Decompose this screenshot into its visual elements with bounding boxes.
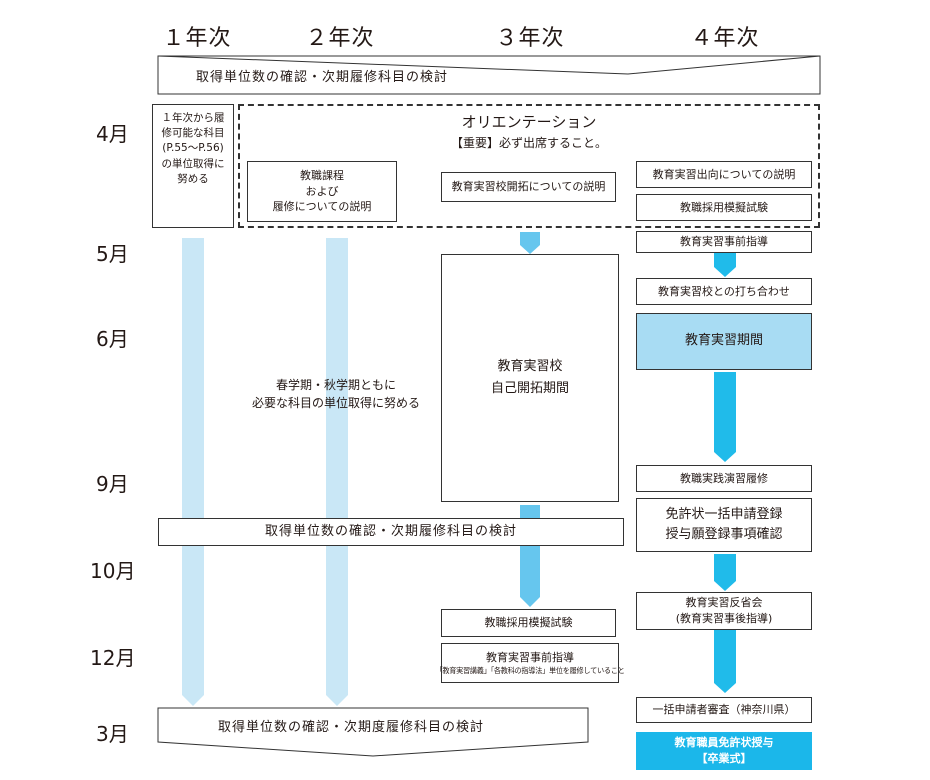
year4-dispatch-text: 教育実習出向についての説明 (652, 167, 796, 181)
year1-credit-text: １年次から履 修可能な科目 (P.55～P.56) の単位取得に 努める (161, 112, 225, 185)
year4-award-text: 教育職員免許状授与 【卒業式】 (674, 736, 774, 765)
month-label-jun: 6月 (96, 327, 129, 351)
banner-top-shape (157, 55, 821, 95)
year4-practice-box: 教育実習期間 (636, 313, 812, 370)
month-label-sep: 9月 (96, 472, 129, 496)
year4-bar-may (714, 253, 736, 277)
orientation-title: オリエンテーション (461, 113, 597, 131)
year4-meeting-box: 教育実習校との打ち合わせ (636, 278, 812, 305)
year2-note: 春学期・秋学期ともに 必要な科目の単位取得に努める (251, 378, 420, 410)
banner-top-text: 取得単位数の確認・次期履修科目の検討 (196, 70, 449, 85)
year2-progress-bar (326, 238, 348, 706)
year4-screening-text: 一括申請者審査（神奈川県） (652, 703, 796, 717)
year4-review-text: 教育実習反省会 (教育実習事後指導) (675, 596, 773, 625)
year4-bar-nov (714, 630, 736, 693)
year4-exam-box: 教職採用模擬試験 (636, 194, 812, 221)
year4-review-box: 教育実習反省会 (教育実習事後指導) (636, 592, 812, 630)
month-label-dec: 12月 (90, 646, 136, 670)
year3-period-box: 教育実習校 自己開拓期間 (441, 254, 619, 502)
year2-curriculum-box: 教職課程 および 履修についての説明 (247, 161, 397, 222)
banner-bottom-shape (157, 707, 589, 757)
year2-curriculum-text: 教職課程 および 履修についての説明 (272, 168, 372, 214)
year3-explanation-box: 教育実習校開拓についての説明 (441, 172, 616, 202)
year-header-1: １年次 (162, 26, 232, 51)
year4-practice-text: 教育実習期間 (684, 333, 763, 349)
banner-mid: 取得単位数の確認・次期履修科目の検討 (158, 518, 624, 546)
year4-license-text: 免許状一括申請登録 授与願登録事項確認 (665, 506, 783, 542)
year3-guidance-note: 「教育実習講義」「各教科の指導法」単位を履修していること (435, 665, 625, 675)
month-label-apr: 4月 (96, 122, 129, 146)
year3-exam-box: 教職採用模擬試験 (441, 609, 616, 637)
year4-meeting-text: 教育実習校との打ち合わせ (658, 284, 790, 298)
year3-bar-apr (520, 232, 540, 254)
year3-period-text: 教育実習校 自己開拓期間 (490, 358, 569, 396)
year4-bar-oct (714, 554, 736, 591)
year4-exam-text: 教職採用模擬試験 (680, 200, 768, 214)
year4-dispatch-box: 教育実習出向についての説明 (636, 161, 812, 188)
year4-screening-box: 一括申請者審査（神奈川県） (636, 697, 812, 723)
year3-guidance-box: 教育実習事前指導 「教育実習講義」「各教科の指導法」単位を履修していること (435, 643, 625, 683)
month-label-mar: 3月 (96, 722, 129, 746)
year4-license-box: 免許状一括申請登録 授与願登録事項確認 (636, 498, 812, 552)
year4-pre-guidance-text: 教育実習事前指導 (680, 235, 768, 249)
year4-pre-guidance-box: 教育実習事前指導 (636, 231, 812, 253)
banner-mid-text: 取得単位数の確認・次期履修科目の検討 (264, 523, 517, 539)
year-header-3: ３年次 (495, 26, 565, 51)
year3-exam-text: 教職採用模擬試験 (484, 616, 573, 630)
year4-seminar-box: 教職実践演習履修 (636, 465, 812, 492)
year-header-4: ４年次 (690, 26, 760, 51)
banner-bottom-text: 取得単位数の確認・次期度履修科目の検討 (218, 720, 485, 735)
year1-credit-box: １年次から履 修可能な科目 (P.55～P.56) の単位取得に 努める (152, 104, 234, 228)
year4-award-box: 教育職員免許状授与 【卒業式】 (636, 732, 812, 770)
month-label-oct: 10月 (90, 559, 136, 583)
year3-guidance-title: 教育実習事前指導 (486, 650, 574, 664)
month-label-may: 5月 (96, 242, 129, 266)
orientation-box (238, 104, 820, 228)
year4-seminar-text: 教職実践演習履修 (680, 471, 768, 485)
year-header-2: ２年次 (305, 26, 375, 51)
year4-bar-jun (714, 372, 736, 462)
year3-explanation-text: 教育実習校開拓についての説明 (451, 180, 606, 194)
orientation-subtitle: 【重要】必ず出席すること。 (450, 136, 607, 150)
year1-progress-bar (182, 238, 204, 706)
banner-top-notch (157, 55, 821, 75)
